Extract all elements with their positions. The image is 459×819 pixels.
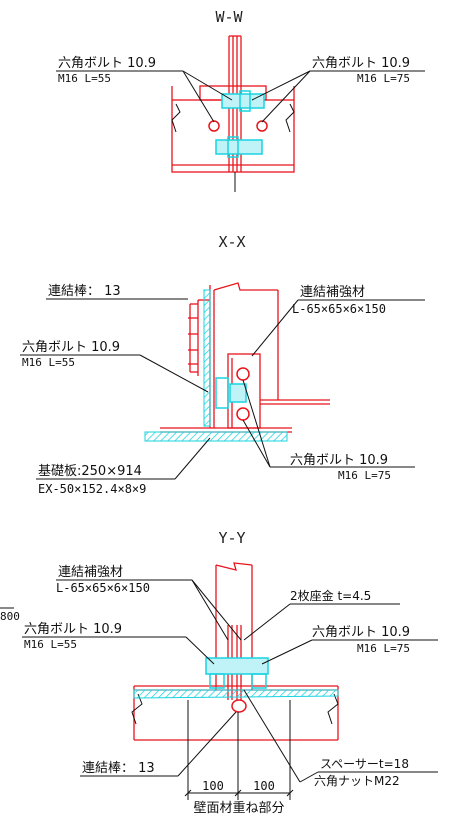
xx-bolt-left-name: 六角ボルト 10.9	[22, 340, 120, 355]
yy-dimension-lines	[184, 700, 294, 800]
yy-dim-right: 100	[253, 779, 275, 793]
ww-bolt-hole-left	[208, 120, 220, 132]
yy-stiffener-size: L-65×65×6×150	[56, 581, 150, 595]
xx-bolts	[215, 377, 247, 409]
yy-bolt-left-name: 六角ボルト 10.9	[24, 622, 122, 637]
section-yy-title: Y-Y	[218, 529, 245, 547]
yy-tie-bar-end	[231, 699, 247, 713]
yy-leaders	[22, 579, 438, 783]
xx-tie-bar	[203, 289, 211, 427]
section-xx-title: X-X	[218, 233, 245, 251]
section-yy: Y-Y	[22, 529, 438, 816]
ww-bolt-right-name: 六角ボルト 10.9	[312, 56, 410, 71]
edge-fragment-label: 800	[0, 610, 20, 623]
yy-nut-label: 六角ナットM22	[314, 774, 400, 788]
xx-base-size: EX-50×152.4×8×9	[38, 482, 146, 496]
section-xx: X-X	[20, 233, 425, 496]
yy-stiffener-name: 連結補強材	[58, 565, 123, 580]
xx-base-name: 基礎板:250×914	[38, 464, 142, 479]
xx-base-plate	[160, 427, 292, 433]
xx-foundation-hatch	[144, 431, 288, 442]
yy-overlap-label: 壁面材重ね部分	[193, 800, 284, 816]
xx-bolt-right-name: 六角ボルト 10.9	[290, 453, 388, 468]
xx-tie-bar-label: 連結棒： 13	[48, 284, 121, 299]
yy-dim-left: 100	[202, 779, 224, 793]
section-ww: W-W	[56, 8, 425, 192]
ww-bolt-hole-right	[256, 120, 268, 132]
xx-bolt-hole-upper	[236, 367, 250, 381]
xx-leaders	[20, 298, 425, 480]
yy-bolt-right-name: 六角ボルト 10.9	[312, 625, 410, 640]
xx-stiffener-name: 連結補強材	[300, 285, 365, 300]
ww-bolt-left-name: 六角ボルト 10.9	[58, 56, 156, 71]
yy-foundation-hatch	[133, 689, 339, 699]
xx-wall-panel	[188, 282, 279, 428]
section-ww-title: W-W	[215, 8, 243, 26]
yy-tie-bar-label: 連結棒： 13	[82, 761, 155, 776]
yy-washer-label: 2枚座金 t=4.5	[290, 588, 371, 603]
ww-bolts	[215, 90, 265, 158]
yy-bolts	[205, 657, 269, 689]
xx-bolt-hole-lower	[236, 407, 250, 421]
ww-bolt-right-size: M16 L=75	[357, 72, 410, 85]
yy-bolt-left-size: M16 L=55	[24, 638, 77, 651]
ww-bolt-left-size: M16 L=55	[58, 72, 111, 85]
xx-bolt-left-size: M16 L=55	[22, 356, 75, 369]
yy-bolt-right-size: M16 L=75	[357, 642, 410, 655]
xx-bolt-right-size: M16 L=75	[338, 469, 391, 482]
ww-leaders	[56, 70, 425, 123]
xx-stiffener-size: L-65×65×6×150	[292, 302, 386, 316]
yy-break-lines	[131, 693, 339, 725]
ww-break-lines	[171, 103, 295, 133]
yy-spacer-label: スペーサーt=18	[320, 757, 409, 771]
